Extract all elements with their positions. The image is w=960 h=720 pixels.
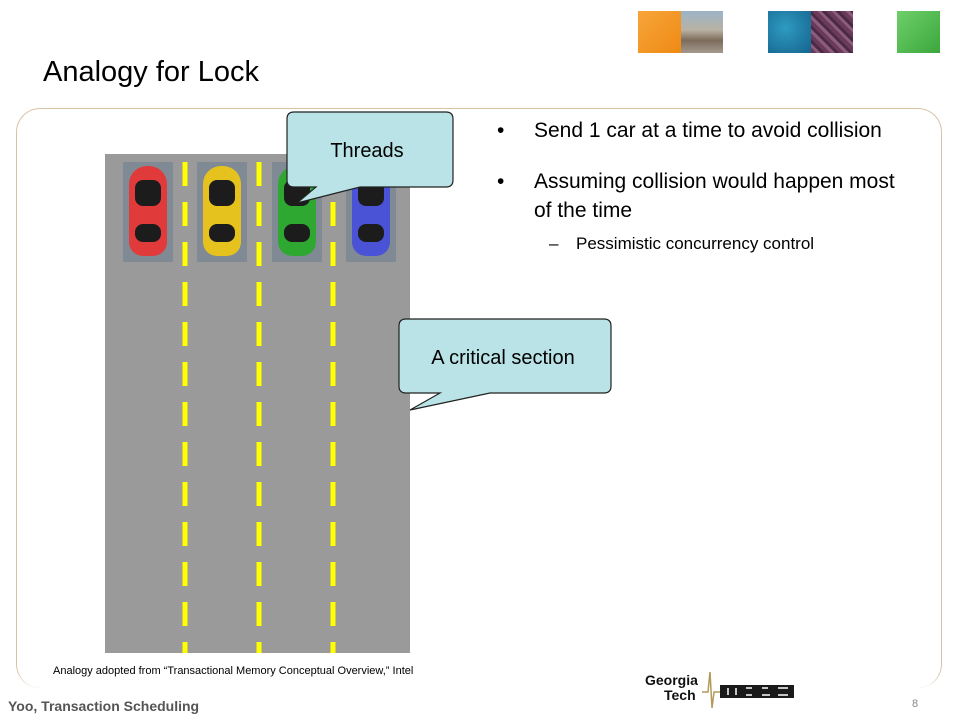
bullet-marker: • <box>497 119 505 142</box>
header-tile-blue <box>768 11 811 53</box>
bullet-item: • Assuming collision would happen most o… <box>497 167 917 225</box>
bullet-item: • Send 1 car at a time to avoid collisio… <box>497 116 917 145</box>
header-tile-green <box>897 11 940 53</box>
header-tile-orange <box>638 11 681 53</box>
slide-title: Analogy for Lock <box>43 56 260 88</box>
bullet-list: • Send 1 car at a time to avoid collisio… <box>497 116 917 255</box>
car-yellow <box>197 162 247 262</box>
bullet-marker: • <box>497 170 505 193</box>
source-note: Analogy adopted from “Transactional Memo… <box>53 665 414 677</box>
mars-logo-icon <box>702 671 794 709</box>
logo-text-line1: Georgia <box>645 672 698 688</box>
callout-threads-text: Threads <box>330 140 403 162</box>
lane-markings <box>182 162 336 653</box>
logo-text-line2: Tech <box>664 687 696 703</box>
sub-bullet-text: Pessimistic concurrency control <box>576 234 815 253</box>
sub-bullet-item: – Pessimistic concurrency control <box>497 233 917 255</box>
bullet-text: Send 1 car at a time to avoid collision <box>534 119 882 142</box>
georgia-tech-logo: Georgia Tech <box>642 670 802 710</box>
page-number: 8 <box>912 698 919 710</box>
header-tile-chip-photo <box>811 11 853 53</box>
footer-author: Yoo, Transaction Scheduling <box>8 698 200 714</box>
header-tile-campus-photo <box>681 11 723 53</box>
callout-critical-section-text: A critical section <box>431 347 574 369</box>
callout-critical-section: A critical section <box>398 318 612 411</box>
callout-threads: Threads <box>286 111 454 204</box>
sub-bullet-marker: – <box>549 234 559 253</box>
content-frame <box>16 108 942 688</box>
bullet-text: Assuming collision would happen most of … <box>534 170 895 222</box>
car-red <box>123 162 173 262</box>
